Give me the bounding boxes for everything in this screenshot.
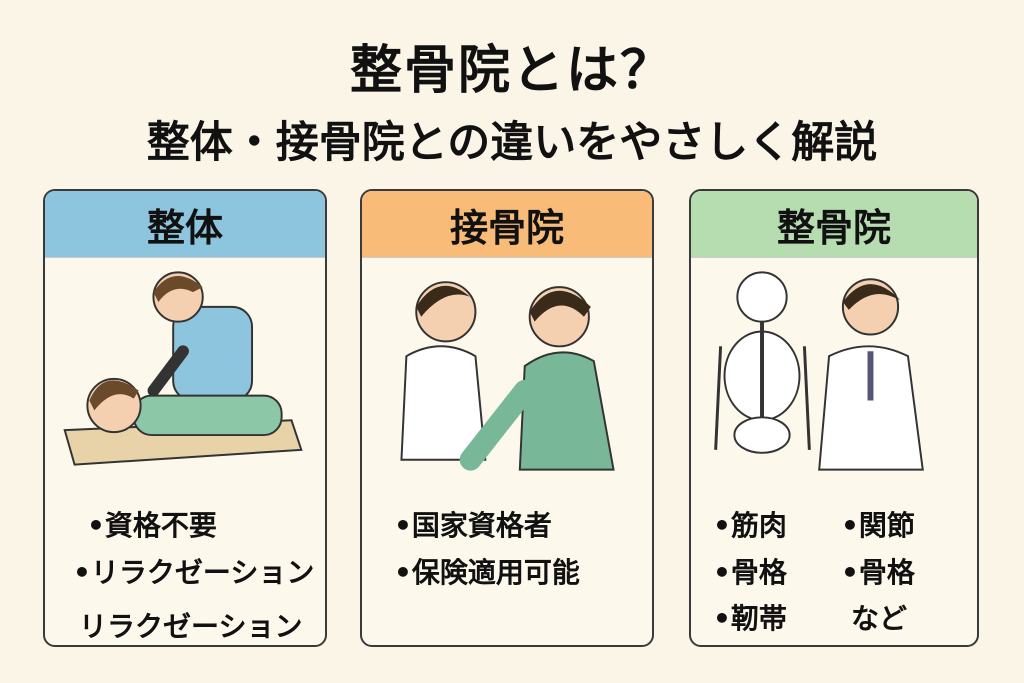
bullet-item: •骨格	[713, 556, 787, 589]
massage-illustration	[63, 271, 303, 466]
bullet-item: •関節	[841, 509, 915, 542]
card-sekkotsuin: 接骨院 •国家資格者 •保険適用可能	[360, 189, 654, 647]
bullet-item: など	[851, 602, 908, 635]
bullet-item: •骨格	[841, 556, 915, 589]
subtitle: 整体・接骨院との違いをやさしく解説	[146, 118, 878, 168]
card-header: 整体	[45, 191, 325, 258]
card-header: 接骨院	[362, 191, 652, 258]
card-header: 整骨院	[691, 191, 977, 258]
bullet-item: •保険適用可能	[394, 556, 580, 589]
bullet-item: •筋肉	[713, 509, 787, 542]
main-title: 整骨院とは？	[349, 41, 674, 101]
bullet-item: •靭帯	[713, 602, 787, 635]
bullet-item: •リラクゼーション	[73, 556, 315, 589]
card-seikotsuin: 整骨院 •筋肉 •関節 •骨格 •骨格 •靭帯 など	[689, 189, 979, 647]
bullet-item: •資格不要	[87, 509, 217, 542]
bullet-item: リラクゼーション	[79, 610, 303, 643]
skeleton-doctor-illustration	[714, 271, 924, 471]
bullet-item: •国家資格者	[394, 509, 552, 542]
doctor-patient-illustration	[400, 281, 615, 471]
card-seitai: 整体 •資格不要 •リラクゼーション リラクゼーション	[43, 189, 327, 647]
